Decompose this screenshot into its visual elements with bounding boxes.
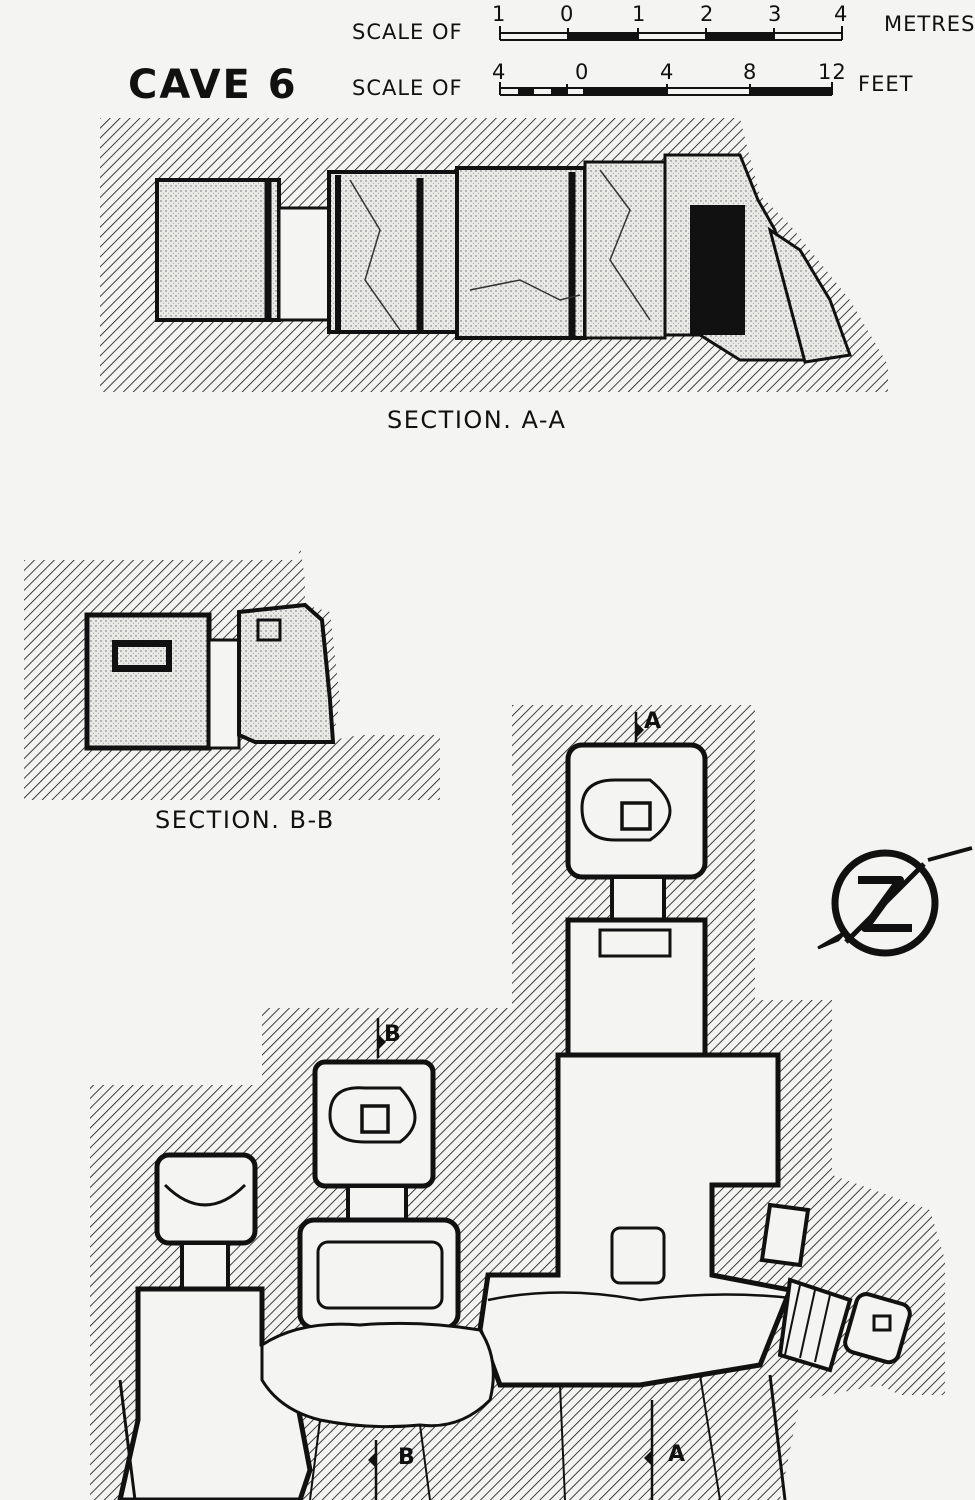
feet-tick-label: 4	[660, 60, 675, 84]
feet-tick-label: 0	[575, 60, 590, 84]
metres-tick-label: 0	[560, 2, 575, 26]
feet-scale-bar	[499, 82, 833, 96]
cave-plan-drawing	[90, 705, 945, 1500]
cut-marker-a-top: A	[644, 709, 663, 734]
metres-tick-label: 2	[700, 2, 715, 26]
metres-unit-label: METRES	[884, 12, 975, 36]
section-b-b-drawing	[24, 545, 440, 800]
cut-marker-b-top: B	[384, 1022, 402, 1047]
section-b-b-label: SECTION. B-B	[155, 806, 335, 834]
feet-scale-prefix: SCALE OF	[352, 76, 463, 100]
metres-scale-prefix: SCALE OF	[352, 20, 463, 44]
north-arrow-icon	[817, 846, 973, 957]
section-a-a-drawing	[100, 118, 888, 392]
feet-unit-label: FEET	[858, 72, 914, 96]
metres-tick-label: 1	[632, 2, 647, 26]
metres-tick-label: 4	[834, 2, 849, 26]
section-a-a-label: SECTION. A-A	[387, 406, 567, 434]
metres-scale-bar	[499, 26, 843, 41]
page-title: CAVE 6	[128, 62, 298, 108]
feet-tick-label: 8	[743, 60, 758, 84]
metres-tick-label: 3	[768, 2, 783, 26]
cut-marker-a-bottom: A	[668, 1442, 687, 1467]
feet-tick-label: 4	[492, 60, 507, 84]
metres-tick-label: 1	[492, 2, 507, 26]
feet-tick-label: 12	[818, 60, 847, 84]
cut-marker-b-bottom: B	[398, 1445, 416, 1470]
